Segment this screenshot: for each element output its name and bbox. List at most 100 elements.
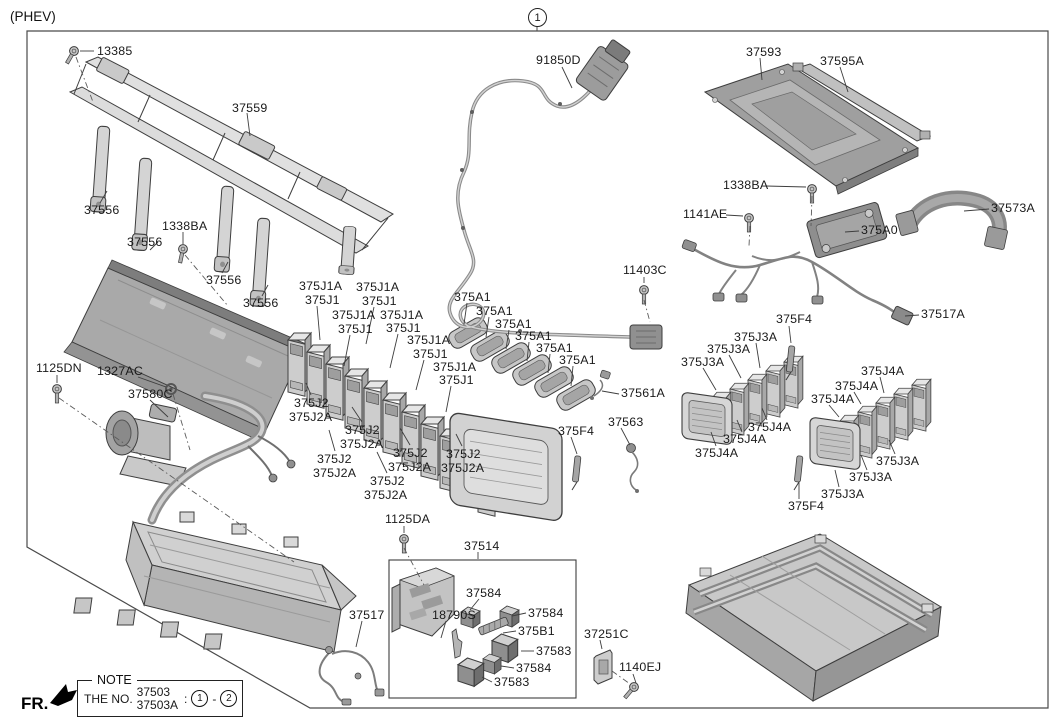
callout-375A1[interactable]: 375A1 [495,317,532,331]
callout-37583[interactable]: 37583 [536,644,572,658]
leader-375J1 [445,385,452,413]
callout-1338BA[interactable]: 1338BA [162,219,208,233]
callout-375J1A[interactable]: 375J1A [433,360,477,374]
callout-375J1[interactable]: 375J1 [413,347,448,361]
callout-375A1[interactable]: 375A1 [515,329,552,343]
leader-375J1 [316,305,321,341]
battery-tray-art [73,511,357,653]
callout-375J3A[interactable]: 375J3A [821,487,865,501]
callout-375J2A[interactable]: 375J2A [289,410,333,424]
callout-375J1A[interactable]: 375J1A [356,280,400,294]
callout-375A1[interactable]: 375A1 [536,341,573,355]
mount-bracket-art [593,649,613,685]
callout-37573A[interactable]: 37573A [991,201,1035,215]
callout-375J3A[interactable]: 375J3A [849,470,893,484]
callout-37583[interactable]: 37583 [494,675,530,689]
callout-37584[interactable]: 37584 [528,606,564,620]
leader-37556 [99,190,108,204]
callout-37556[interactable]: 37556 [206,273,242,287]
callout-375J2[interactable]: 375J2 [446,447,481,461]
callout-1125DA[interactable]: 1125DA [385,512,431,526]
callout-375A1[interactable]: 375A1 [454,290,491,304]
callout-375J3A[interactable]: 375J3A [876,454,920,468]
callout-375J4A[interactable]: 375J4A [723,432,767,446]
callout-37593[interactable]: 37593 [746,45,782,59]
callout-375J2A[interactable]: 375J2A [441,461,485,475]
callout-37563[interactable]: 37563 [608,415,644,429]
callout-375J1[interactable]: 375J1 [338,322,373,336]
callout-375J2[interactable]: 375J2 [370,474,405,488]
bolt-1140ej-icon [621,680,641,702]
callout-1141AE[interactable]: 1141AE [683,207,728,221]
leader-375J2 [328,429,336,452]
leader-37580C [149,399,169,418]
callout-375J1A[interactable]: 375J1A [407,333,451,347]
callout-375J4A[interactable]: 375J4A [861,364,905,378]
callout-37584[interactable]: 37584 [516,661,552,675]
callout-13385[interactable]: 13385 [97,44,133,58]
cooling-duct-art [147,391,296,525]
callout-1338BA[interactable]: 1338BA [723,178,769,192]
callout-37584[interactable]: 37584 [466,586,502,600]
callout-37251C[interactable]: 37251C [584,627,629,641]
leader-18790S [440,620,447,639]
callout-375J4A[interactable]: 375J4A [748,420,792,434]
pigtail-wire-art [318,646,385,706]
callout-37514[interactable]: 37514 [464,539,500,553]
callout-1327AC[interactable]: 1327AC [97,364,143,378]
callout-37556[interactable]: 37556 [84,203,120,217]
callout-375J1[interactable]: 375J1 [386,321,421,335]
callout-37561A[interactable]: 37561A [621,386,665,400]
callout-375J2[interactable]: 375J2 [345,423,380,437]
callout-375J2A[interactable]: 375J2A [388,460,432,474]
leader-375F4 [570,436,578,455]
callout-375J2A[interactable]: 375J2A [313,466,357,480]
callout-375J3A[interactable]: 375J3A [707,342,751,356]
callout-375J3A[interactable]: 375J3A [734,330,778,344]
callout-37556[interactable]: 37556 [243,296,279,310]
callout-375J1[interactable]: 375J1 [362,294,397,308]
diagram-border [26,30,1049,709]
leader-375A1 [570,365,574,387]
callout-375A1[interactable]: 375A1 [476,304,513,318]
note-part-number-2[interactable]: 37503A [136,697,179,712]
callout-37517[interactable]: 37517 [349,608,385,622]
callout-375J1A[interactable]: 375J1A [299,279,343,293]
callout-375F4[interactable]: 375F4 [788,499,825,513]
callout-375J2A[interactable]: 375J2A [364,488,408,502]
callout-11403C[interactable]: 11403C [623,263,667,277]
note-range-start: 1 [191,690,209,707]
callout-37580C[interactable]: 37580C [128,387,173,401]
callout-375F4[interactable]: 375F4 [558,424,595,438]
leader-375J3A [888,439,896,455]
callout-375J4A[interactable]: 375J4A [835,379,879,393]
leader-375J2 [305,382,312,396]
callout-375J1[interactable]: 375J1 [439,373,474,387]
callout-375J3A[interactable]: 375J3A [681,355,725,369]
callout-375J2A[interactable]: 375J2A [340,437,384,451]
note-part-number-1[interactable]: 37503 [136,684,171,699]
callout-1125DN[interactable]: 1125DN [36,361,82,375]
callout-375B1[interactable]: 375B1 [518,624,555,638]
callout-375F4[interactable]: 375F4 [776,312,813,326]
callout-37595A[interactable]: 37595A [820,54,864,68]
callout-37556[interactable]: 37556 [127,235,163,249]
leader-375J2 [455,433,463,447]
callout-375A1[interactable]: 375A1 [559,353,596,367]
callout-37559[interactable]: 37559 [232,101,268,115]
callout-18790S[interactable]: 18790S [432,608,476,622]
callout-375J1A[interactable]: 375J1A [332,308,376,322]
callout-375J2[interactable]: 375J2 [393,446,428,460]
callout-1140EJ[interactable]: 1140EJ [619,660,662,674]
callout-375J2[interactable]: 375J2 [317,452,352,466]
callout-37517A[interactable]: 37517A [921,307,965,321]
callout-375J4A[interactable]: 375J4A [811,392,855,406]
callout-375J2[interactable]: 375J2 [294,396,329,410]
leader-lines [56,50,990,684]
callout-375J1A[interactable]: 375J1A [380,308,424,322]
callout-375A0[interactable]: 375A0 [861,223,898,237]
leader-37584 [511,612,527,617]
callout-91850D[interactable]: 91850D [536,53,581,67]
callout-375J1[interactable]: 375J1 [305,293,340,307]
callout-375J4A[interactable]: 375J4A [695,446,739,460]
